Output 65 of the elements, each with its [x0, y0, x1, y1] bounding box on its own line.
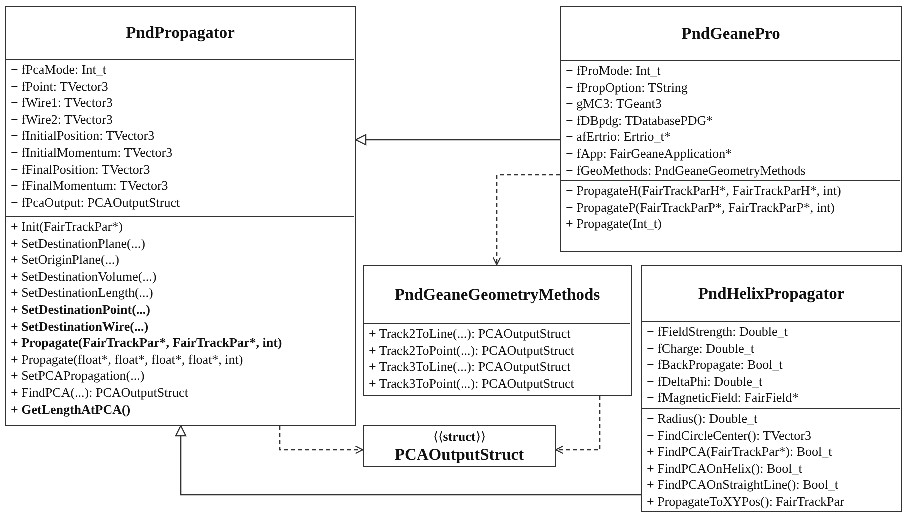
class-box: [560, 6, 902, 252]
attribute-text: − fProMode: Int_t: [566, 63, 661, 80]
class-name: PndHelixPropagator: [698, 284, 845, 304]
class-box: [363, 265, 632, 396]
attribute-text: − fWire2: TVector3: [11, 112, 113, 128]
method-text: + FindPCA(...): PCAOutputStruct: [11, 384, 188, 402]
attribute-text: − fFinalMomentum: TVector3: [11, 178, 168, 195]
attribute-compartment: [642, 321, 900, 408]
dependency-arrow: [555, 396, 601, 454]
attribute-text: − fFieldStrength: Double_t: [647, 324, 788, 341]
method-compartment: [642, 408, 900, 511]
attribute-text: − fMagneticField: FairField*: [647, 390, 799, 407]
method-text: + SetPCAPropagation(...): [11, 368, 145, 385]
inheritance-arrow: [175, 425, 641, 496]
method-text: + FindPCAOnHelix(): Bool_t: [647, 460, 802, 478]
attribute-text: − afErtrio: Ertrio_t*: [566, 129, 671, 146]
inheritance-arrow: [355, 134, 560, 146]
method-text: + FindPCA(FairTrackPar*): Bool_t: [647, 444, 832, 461]
method-text: + SetOriginPlane(...): [11, 252, 120, 269]
attribute-text: − fInitialPosition: TVector3: [11, 128, 155, 145]
method-text: + Propagate(FairTrackPar*, FairTrackPar*, int): [11, 335, 282, 352]
attribute-text: − fDeltaPhi: Double_t: [647, 374, 763, 390]
dependency-arrow: [492, 174, 560, 266]
method-text: + Track3ToPoint(...): PCAOutputStruct: [369, 376, 574, 392]
attribute-text: − fPcaMode: Int_t: [11, 62, 106, 79]
method-text: − PropagateH(FairTrackParH*, FairTrackParH*, int): [566, 183, 842, 200]
class-box: [5, 6, 356, 426]
class-name: PCAOutputStruct: [394, 445, 524, 465]
class-name: PndPropagator: [126, 23, 235, 43]
attribute-text: − fGeoMethods: PndGeaneGeometryMethods: [566, 162, 806, 180]
method-text: + Propagate(float*, float*, float*, float*, int): [11, 352, 244, 368]
method-text: + Init(FairTrackPar*): [11, 219, 123, 236]
method-text: + Track2ToLine(...): PCAOutputStruct: [369, 326, 571, 343]
attribute-text: − fPoint: TVector3: [11, 78, 108, 96]
method-text: + GetLengthAtPCA(): [11, 402, 131, 418]
attribute-text: − fCharge: Double_t: [647, 340, 754, 358]
class-box: [363, 425, 556, 467]
attribute-text: − fFinalPosition: TVector3: [11, 162, 150, 178]
dependency-arrow: [279, 426, 364, 454]
attribute-text: − fInitialMomentum: TVector3: [11, 144, 173, 162]
attribute-text: − fApp: FairGeaneApplication*: [566, 146, 732, 163]
attribute-text: − fPcaOutput: PCAOutputStruct: [11, 194, 180, 212]
method-text: + SetDestinationWire(...): [11, 318, 149, 336]
stereotype-label: ⟨⟨struct⟩⟩: [433, 429, 486, 445]
method-text: + SetDestinationVolume(...): [11, 268, 157, 286]
method-text: + Propagate(Int_t): [566, 216, 662, 233]
attribute-text: − fWire1: TVector3: [11, 95, 113, 112]
method-text: + FindPCAOnStraightLine(): Bool_t: [647, 477, 839, 494]
method-text: − FindCircleCenter(): TVector3: [647, 428, 812, 444]
attribute-compartment: [561, 60, 900, 180]
attribute-text: − fPropOption: TString: [566, 80, 688, 96]
method-text: + SetDestinationPoint(...): [11, 302, 151, 319]
attribute-text: − gMC3: TGeant3: [566, 96, 662, 113]
method-text: − Radius(): Double_t: [647, 411, 758, 428]
method-text: + Track2ToPoint(...): PCAOutputStruct: [369, 342, 574, 360]
method-text: + PropagateToXYPos(): FairTrackPar: [647, 494, 844, 511]
attribute-text: − fDBpdg: TDatabasePDG*: [566, 112, 714, 130]
method-text: + SetDestinationPlane(...): [11, 236, 146, 252]
class-name: PndGeaneGeometryMethods: [394, 284, 600, 304]
method-text: + SetDestinationLength(...): [11, 285, 154, 302]
class-box: [641, 265, 902, 512]
attribute-text: − fBackPropagate: Bool_t: [647, 357, 783, 374]
class-name: PndGeanePro: [682, 24, 780, 44]
method-text: + Track3ToLine(...): PCAOutputStruct: [369, 359, 571, 376]
method-text: − PropagateP(FairTrackParP*, FairTrackParP*, int): [566, 200, 835, 216]
